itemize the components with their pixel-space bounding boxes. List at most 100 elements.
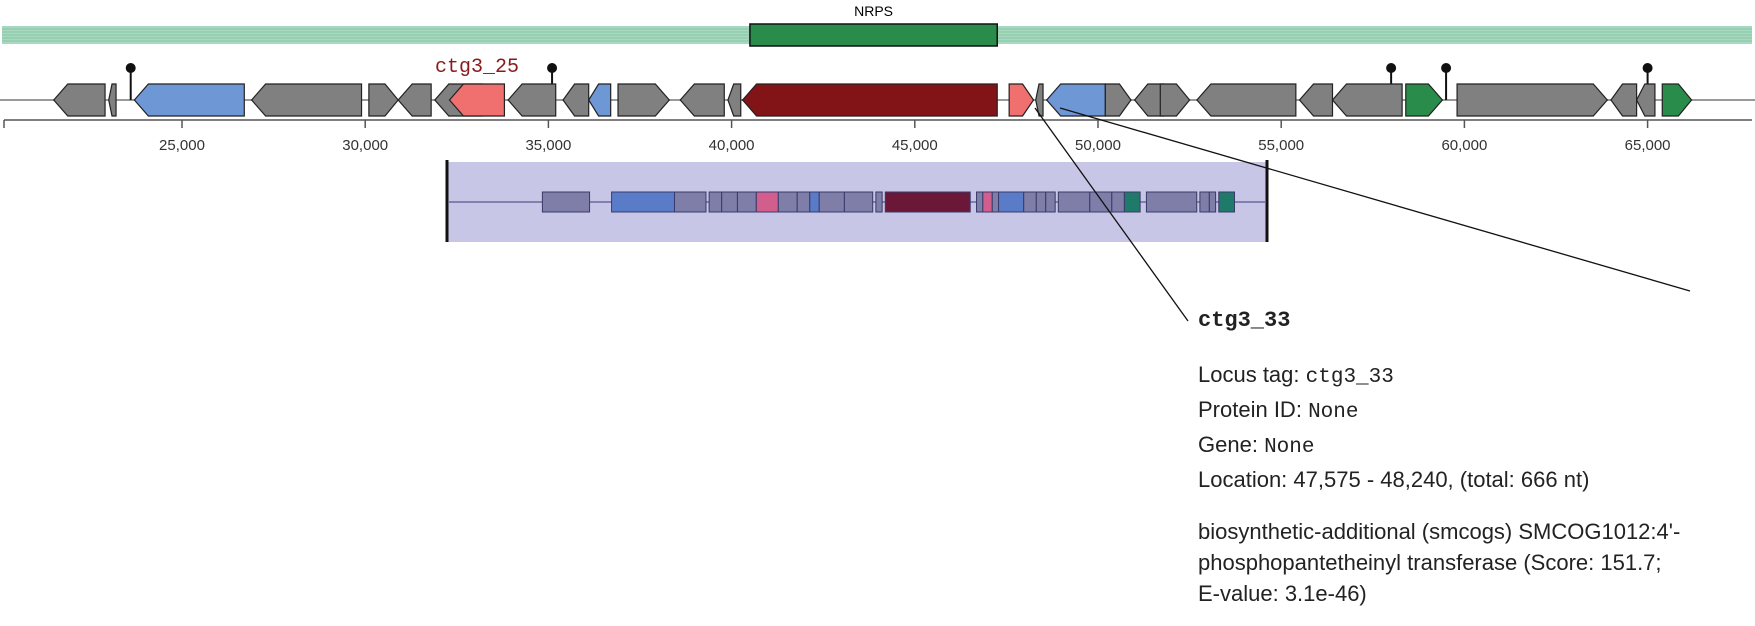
minimap-gene [736,191,757,213]
ruler-tick-label: 60,000 [1441,137,1487,154]
minimap-gene [777,191,798,213]
gene-arrow[interactable] [448,83,506,117]
minimap-gene [611,191,676,213]
minimap-gene [982,191,993,213]
gene-label: Gene: [1198,432,1258,457]
gene-arrow[interactable] [1133,83,1165,117]
locus-tag-value: ctg3_33 [1305,366,1394,389]
protein-id-value: None [1308,401,1359,424]
minimap[interactable] [445,160,1269,242]
location-value: 47,575 - 48,240, (total: 666 nt) [1293,467,1590,492]
minimap-gene [1035,191,1047,213]
locus-tag-label: Locus tag: [1198,362,1300,387]
gene-arrow[interactable] [507,83,557,117]
annotation-line-1: biosynthetic-additional (smcogs) SMCOG10… [1198,519,1681,544]
minimap-gene [541,191,591,213]
gene-arrow[interactable] [1045,83,1106,117]
gene-arrow[interactable] [133,83,245,117]
minimap-gene [809,191,820,213]
annotation-line-2: phosphopantetheinyl transferase (Score: … [1198,550,1662,575]
nrps-region-label: NRPS [854,3,893,19]
callout-line-to-panel [1059,107,1691,292]
minimap-gene [818,191,845,213]
minimap-gene [998,191,1025,213]
gene-row: Gene: None [1198,429,1718,464]
ruler-tick-label: 35,000 [525,137,571,154]
gene-arrow[interactable] [368,83,399,117]
location-label: Location: [1198,467,1288,492]
minimap-gene [755,191,779,213]
minimap-gene [1218,191,1236,213]
protein-id-row: Protein ID: None [1198,394,1718,429]
ruler-tick-label: 55,000 [1258,137,1304,154]
location-row: Location: 47,575 - 48,240, (total: 666 n… [1198,464,1718,496]
minimap-gene [674,191,707,213]
gene-arrow[interactable] [1104,83,1132,117]
gene-arrow[interactable] [741,83,998,117]
gene-label-ctg3-25: ctg3_25 [435,56,519,79]
gene-arrow[interactable] [1159,83,1191,117]
gene-arrow[interactable] [562,83,590,117]
minimap-gene [708,191,723,213]
minimap-gene [1057,191,1091,213]
callout-lines [1034,107,1691,322]
ruler-tick-label: 65,000 [1625,137,1671,154]
terminator-icon [1386,63,1397,73]
nrps-region-bar[interactable] [749,23,998,47]
minimap-gene [1145,191,1198,213]
minimap-gene [1199,191,1210,213]
minimap-gene [1045,191,1056,213]
region-track: NRPS [2,3,1752,47]
minimap-gene [875,191,883,213]
terminator-icon [125,63,136,73]
gene-arrow[interactable] [1610,83,1638,117]
ruler-tick-label: 45,000 [892,137,938,154]
terminator-icon [547,63,558,73]
gene-arrow[interactable] [1035,83,1044,117]
gene-arrow[interactable] [679,83,725,117]
gene-detail-title: ctg3_33 [1198,308,1291,333]
locus-tag-row: Locus tag: ctg3_33 [1198,359,1718,394]
gene-arrow[interactable] [1456,83,1609,117]
minimap-gene [796,191,811,213]
gene-arrow[interactable] [1331,83,1403,117]
gene-track [52,83,1693,117]
gene-arrow[interactable] [1008,83,1035,117]
gene-arrow[interactable] [1405,83,1444,117]
minimap-gene [1123,191,1141,213]
gene-value: None [1264,436,1315,459]
terminator-icon [1642,63,1653,73]
gene-detail-panel: ctg3_33 Locus tag: ctg3_33 Protein ID: N… [1198,308,1718,609]
gene-arrow[interactable] [397,83,432,117]
gene-arrow[interactable] [1298,83,1334,117]
gene-arrow[interactable] [727,83,742,117]
gene-arrow[interactable] [250,83,363,117]
terminator-track [125,63,1653,100]
ruler-tick-label: 30,000 [342,137,388,154]
ruler: 25,000 30,000 35,000 40,000 45,000 50,000 55,0… [3,119,1752,154]
callout-line-to-label [1034,107,1189,322]
gene-annotation: biosynthetic-additional (smcogs) SMCOG10… [1198,516,1718,609]
minimap-gene [1208,191,1217,213]
gene-arrow[interactable] [587,83,612,117]
gene-arrow[interactable] [1661,83,1693,117]
ruler-tick-label: 50,000 [1075,137,1121,154]
minimap-gene [884,191,971,213]
annotation-line-3: E-value: 3.1e-46) [1198,581,1367,606]
minimap-gene [1111,191,1125,213]
minimap-genes [541,191,1236,213]
gene-arrow[interactable] [1196,83,1297,117]
minimap-gene [976,191,984,213]
terminator-icon [1441,63,1452,73]
ruler-tick-label: 25,000 [159,137,205,154]
protein-id-label: Protein ID: [1198,397,1302,422]
minimap-gene [1089,191,1113,213]
minimap-gene [991,191,1000,213]
gene-arrow[interactable] [617,83,671,117]
gene-arrow[interactable] [1635,83,1656,117]
gene-arrow[interactable] [52,83,106,117]
minimap-gene [843,191,874,213]
ruler-tick-label: 40,000 [709,137,755,154]
gene-arrow[interactable] [108,83,117,117]
